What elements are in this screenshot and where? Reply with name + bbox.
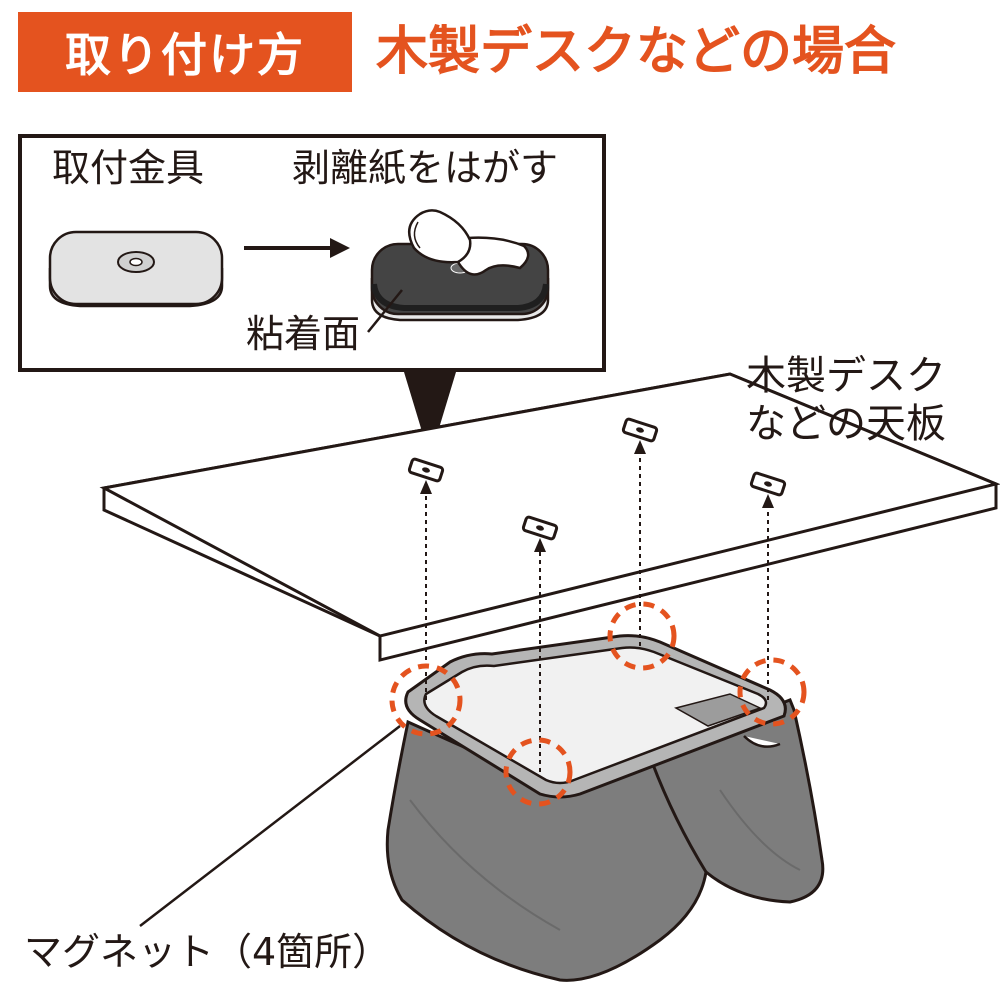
arrow-right-icon: [244, 238, 350, 258]
cover-unit: [385, 634, 825, 982]
bracket-label: 取付金具: [52, 146, 205, 190]
magnet-highlight: [737, 657, 807, 727]
board-brackets: [407, 417, 787, 541]
adhesive-leader-line: [367, 289, 403, 333]
inset-pointer: [404, 372, 456, 458]
board-bracket: [521, 515, 559, 541]
magnet-highlight-circles: [389, 601, 807, 807]
desk-label-line2: などの天板: [746, 401, 946, 447]
board-bracket: [621, 417, 659, 443]
page-title: 木製デスクなどの場合: [376, 22, 897, 82]
peel-label: 剥離紙をはがす: [292, 146, 559, 190]
magnet-highlight: [503, 737, 573, 807]
board-bracket: [749, 471, 787, 497]
adhesive-label: 粘着面: [246, 312, 361, 356]
mounting-bracket-illustration: [48, 230, 224, 308]
magnet-highlight: [607, 601, 677, 671]
magnet-label: マグネット（4箇所）: [24, 930, 391, 974]
desk-label-line1: 木製デスク: [746, 353, 946, 399]
arrow-up-icons: [420, 440, 774, 552]
board-bracket: [407, 457, 445, 483]
method-badge: 取り付け方: [18, 12, 352, 92]
adhesive-bracket-illustration: [370, 209, 550, 322]
desk-top-board: [99, 372, 1000, 662]
magnet-leader-line: [139, 725, 401, 927]
magnet-highlight: [389, 663, 463, 737]
